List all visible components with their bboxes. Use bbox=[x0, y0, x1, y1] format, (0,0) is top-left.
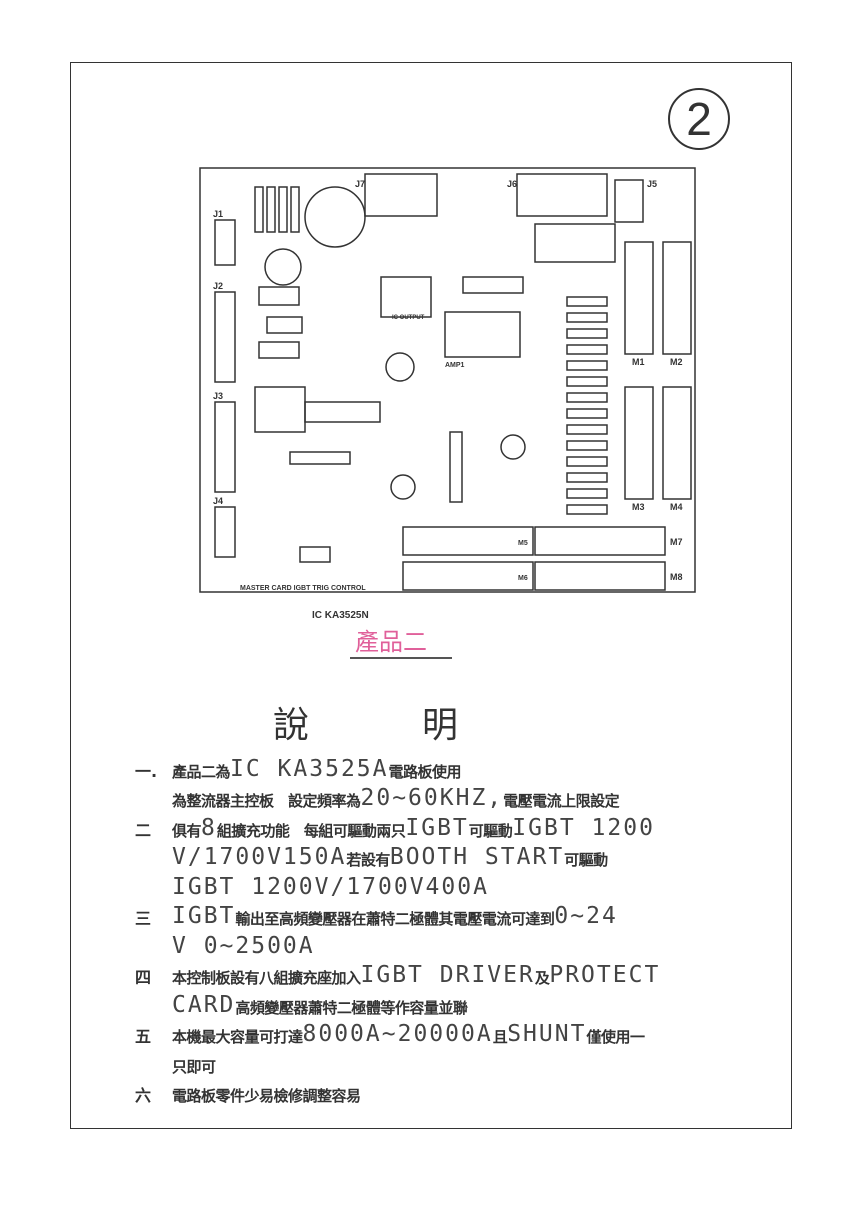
resistor bbox=[566, 440, 608, 451]
chinese-text: 產品二為 bbox=[172, 762, 231, 781]
resistor bbox=[566, 376, 608, 387]
chinese-text: 及 bbox=[534, 969, 550, 987]
chinese-text: 只即可 bbox=[172, 1057, 216, 1076]
module-label-m5: M5 bbox=[518, 540, 528, 547]
module-label-m6: M6 bbox=[518, 575, 528, 582]
connector-label-j7: J7 bbox=[355, 179, 365, 189]
board-bottom-label: MASTER CARD IGBT TRIG CONTROL bbox=[240, 585, 366, 592]
page-number: 2 bbox=[668, 88, 730, 150]
amp-label: AMP1 bbox=[445, 362, 465, 369]
page-frame bbox=[70, 62, 792, 1129]
chinese-text: 為整流器主控板 設定頻率為 bbox=[172, 792, 361, 810]
latin-text: IC KA3525A bbox=[230, 755, 389, 782]
resistor bbox=[566, 392, 608, 403]
chinese-text: 且 bbox=[492, 1028, 508, 1046]
title-left: 說 bbox=[273, 705, 310, 746]
chinese-text: 若設有 bbox=[346, 851, 390, 869]
module-label-m8: M8 bbox=[670, 572, 683, 582]
ic-label: IC KA3525N bbox=[312, 610, 369, 621]
item-marker: 三 bbox=[135, 909, 152, 928]
latin-text: 0~24 bbox=[554, 903, 618, 929]
resistor bbox=[566, 328, 608, 339]
chinese-text: 輸出至高頻變壓器在蕭特二極體其電壓電流可達到 bbox=[235, 910, 555, 928]
module-label-m3: M3 bbox=[632, 502, 645, 512]
description-line: IGBT 1200V/1700V400A bbox=[135, 870, 660, 900]
latin-text: IGBT bbox=[172, 903, 236, 929]
connector-label-j3: J3 bbox=[213, 391, 223, 401]
resistor bbox=[566, 408, 608, 419]
latin-text: V 0~2500A bbox=[172, 932, 315, 959]
latin-text: CARD bbox=[172, 991, 236, 1018]
resistor bbox=[566, 456, 608, 467]
connector-label-j1: J1 bbox=[213, 209, 223, 219]
chinese-text: 組擴充功能 每組可驅動兩只 bbox=[216, 821, 406, 840]
resistor bbox=[566, 424, 608, 435]
item-marker: 一. bbox=[135, 761, 158, 781]
item-marker: 二 bbox=[135, 820, 152, 840]
ic-output-label: IC OUTPUT bbox=[392, 315, 425, 321]
latin-text: IGBT DRIVER bbox=[360, 962, 535, 988]
latin-text: 8000A~20000A bbox=[302, 1021, 493, 1047]
item-marker: 六 bbox=[135, 1086, 152, 1105]
latin-text: BOOTH START bbox=[389, 844, 565, 870]
latin-text: IGBT bbox=[405, 814, 469, 841]
chinese-text: 俱有 bbox=[172, 821, 202, 840]
module-label-m2: M2 bbox=[670, 357, 683, 367]
module-label-m4: M4 bbox=[670, 502, 683, 512]
latin-text: IGBT 1200V/1700V400A bbox=[172, 873, 489, 900]
latin-text: PROTECT bbox=[549, 962, 661, 988]
description-line: 只即可 bbox=[135, 1047, 660, 1077]
resistor bbox=[566, 488, 608, 499]
title-right: 明 bbox=[422, 705, 459, 746]
chinese-text: 可驅動 bbox=[468, 821, 513, 840]
chinese-text: 電路板使用 bbox=[388, 762, 462, 781]
latin-text: IGBT 1200 bbox=[512, 814, 655, 841]
chinese-text: 高頻變壓器蕭特二極體等作容量並聯 bbox=[235, 998, 468, 1017]
module-label-m7: M7 bbox=[670, 537, 683, 547]
product-label: 產品二 bbox=[355, 628, 427, 656]
resistor bbox=[566, 472, 608, 483]
description-line: V 0~2500A bbox=[135, 929, 660, 959]
connector-label-j6: J6 bbox=[507, 179, 517, 189]
latin-text: 20~60KHZ, bbox=[360, 785, 504, 811]
latin-text: V/1700V150A bbox=[172, 844, 347, 870]
resistor bbox=[566, 344, 608, 355]
connector-label-j5: J5 bbox=[647, 179, 657, 189]
resistor bbox=[566, 504, 608, 515]
latin-text: SHUNT bbox=[507, 1021, 587, 1047]
resistor bbox=[566, 360, 608, 371]
description-line: 為整流器主控板 設定頻率為 20~60KHZ,電壓電流上限設定 bbox=[135, 782, 660, 811]
resistor bbox=[566, 296, 608, 307]
chinese-text: 僅使用一 bbox=[586, 1028, 645, 1046]
module-label-m1: M1 bbox=[632, 357, 645, 367]
chinese-text: 電壓電流上限設定 bbox=[503, 792, 620, 810]
chinese-text: 可驅動 bbox=[564, 851, 608, 869]
connector-label-j2: J2 bbox=[213, 281, 223, 291]
resistor bbox=[566, 312, 608, 323]
chinese-text: 本控制板設有八組擴充座加入 bbox=[172, 969, 361, 987]
item-marker: 四 bbox=[135, 968, 152, 987]
latin-text: 8 bbox=[201, 814, 217, 841]
chinese-text: 電路板零件少易檢修調整容易 bbox=[172, 1087, 361, 1105]
description-line: 六 電路板零件少易檢修調整容易 bbox=[135, 1077, 660, 1107]
circuit-board-diagram: J1 J2 J3 J4 J7 J6 J5 M1 M2 M3 M4 M5 M6 M… bbox=[199, 167, 696, 593]
chinese-text: 本機最大容量可打達 bbox=[172, 1028, 303, 1046]
product-underline bbox=[350, 657, 452, 659]
connector-label-j4: J4 bbox=[213, 496, 223, 506]
item-marker: 五 bbox=[135, 1027, 152, 1046]
